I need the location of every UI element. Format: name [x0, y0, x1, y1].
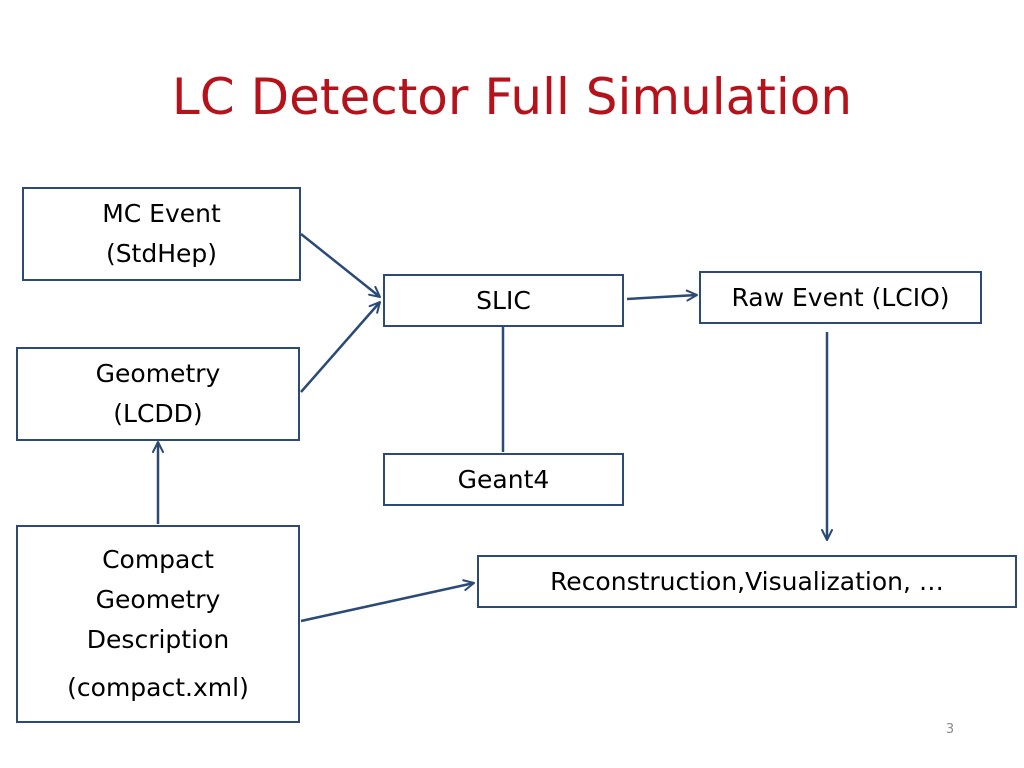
node-compact-line-1: Compact: [102, 545, 214, 574]
edge-slic-to-raw-event: [626, 289, 698, 302]
node-geometry-line-1: Geometry: [95, 359, 221, 388]
edge-mc-event-to-slic: [300, 233, 381, 298]
node-compact-line-4: (compact.xml): [67, 673, 249, 702]
node-compact-line-3: Description: [86, 625, 230, 654]
node-mc-event-line-1: MC Event: [102, 199, 221, 228]
node-reconstruction: Reconstruction,Visualization, …: [477, 555, 1017, 608]
slide-title: LC Detector Full Simulation: [171, 68, 853, 126]
node-compact-line-2: Geometry: [95, 585, 221, 614]
node-mc-event: MC Event (StdHep): [22, 187, 301, 281]
node-slic-label: SLIC: [476, 285, 531, 315]
edge-compact-to-reconstruction: [300, 579, 475, 623]
node-compact-geometry: Compact Geometry Description (compact.xm…: [16, 525, 300, 723]
node-geant4-label: Geant4: [457, 464, 550, 494]
node-geant4: Geant4: [383, 453, 624, 506]
node-raw-event: Raw Event (LCIO): [699, 271, 982, 324]
node-geometry-line-2: (LCDD): [113, 399, 203, 428]
node-raw-event-label: Raw Event (LCIO): [731, 282, 950, 312]
node-reconstruction-label: Reconstruction,Visualization, …: [550, 566, 944, 596]
page-number: 3: [945, 722, 955, 737]
node-mc-event-line-2: (StdHep): [105, 239, 218, 268]
edge-geometry-to-slic: [300, 301, 381, 393]
node-slic: SLIC: [383, 274, 624, 327]
node-geometry: Geometry (LCDD): [16, 347, 300, 441]
